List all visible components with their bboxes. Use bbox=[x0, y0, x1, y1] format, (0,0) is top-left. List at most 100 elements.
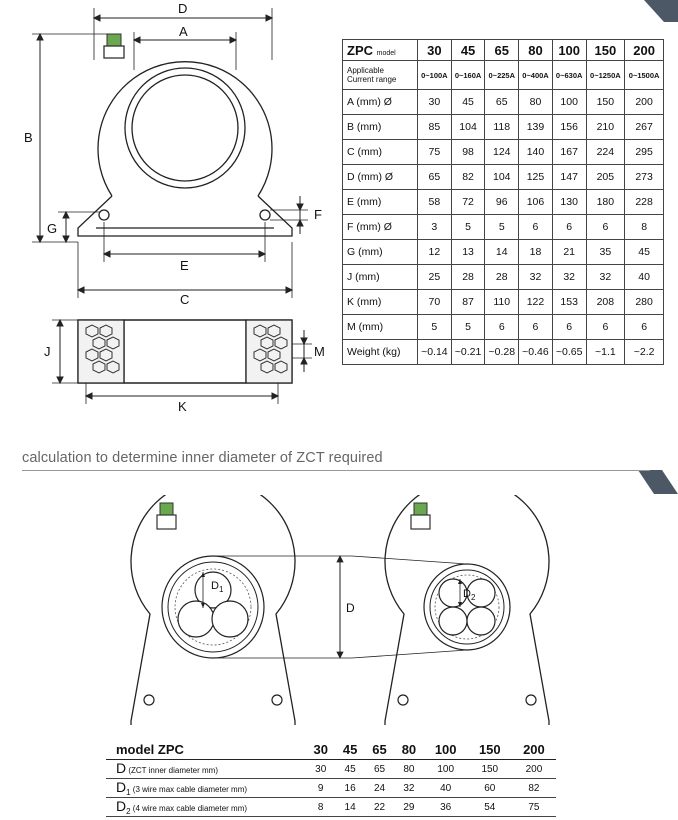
calc-cell: 16 bbox=[335, 778, 365, 798]
spec-cell: ~0.14 bbox=[417, 339, 452, 365]
spec-row-label: K (mm) bbox=[342, 289, 418, 315]
calc-model-col: 80 bbox=[394, 739, 424, 760]
corner-accent-top bbox=[644, 0, 678, 22]
spec-table: ZPC model 30 45 65 80 100 150 200 Applic… bbox=[342, 39, 664, 365]
spec-cell: 125 bbox=[518, 164, 553, 190]
spec-cell: 85 bbox=[417, 114, 452, 140]
spec-cell: 228 bbox=[624, 189, 664, 215]
spec-cell: 118 bbox=[484, 114, 520, 140]
spec-cell: 21 bbox=[551, 239, 587, 265]
calc-cell: 40 bbox=[423, 778, 468, 798]
spec-row-label: J (mm) bbox=[342, 264, 418, 290]
calc-row-label: D (ZCT inner diameter mm) bbox=[106, 759, 306, 779]
spec-cell: 18 bbox=[518, 239, 553, 265]
spec-cell: 104 bbox=[484, 164, 520, 190]
calculation-diagram: D D1 D2 bbox=[130, 495, 550, 725]
spec-cell: 210 bbox=[585, 114, 626, 140]
model-col: 200 bbox=[624, 39, 664, 61]
spec-cell: 295 bbox=[624, 139, 664, 165]
spec-cell: ~0.21 bbox=[450, 339, 486, 365]
spec-row-label: C (mm) bbox=[342, 139, 418, 165]
dim-label-c: C bbox=[180, 292, 189, 307]
model-header-cell: ZPC model bbox=[342, 39, 418, 61]
spec-cell: 122 bbox=[518, 289, 553, 315]
calc-cell: 24 bbox=[364, 778, 395, 798]
calc-cell: 80 bbox=[394, 759, 424, 779]
calc-cell: 8 bbox=[306, 797, 336, 817]
spec-cell: 75 bbox=[417, 139, 452, 165]
calc-row-label: D1 (3 wire max cable diameter mm) bbox=[106, 778, 306, 798]
spec-row-label: B (mm) bbox=[342, 114, 418, 140]
spec-cell: 98 bbox=[450, 139, 486, 165]
calc-cell: 82 bbox=[511, 778, 556, 798]
spec-cell: 14 bbox=[484, 239, 520, 265]
calc-model-col: 30 bbox=[306, 739, 336, 760]
model-col: 80 bbox=[518, 39, 553, 61]
calc-cell: 54 bbox=[467, 797, 512, 817]
dim-label-b: B bbox=[24, 130, 33, 145]
range-cell: 0~1500A bbox=[624, 60, 664, 90]
diagram-label-d1: D1 bbox=[211, 580, 224, 594]
spec-cell: 106 bbox=[518, 189, 553, 215]
spec-cell: 3 bbox=[417, 214, 452, 240]
model-col: 65 bbox=[484, 39, 520, 61]
dim-label-e: E bbox=[180, 258, 189, 273]
spec-cell: 80 bbox=[518, 89, 553, 115]
spec-cell: 5 bbox=[484, 214, 520, 240]
spec-cell: 150 bbox=[585, 89, 626, 115]
range-cell: 0~400A bbox=[518, 60, 553, 90]
spec-cell: 65 bbox=[484, 89, 520, 115]
spec-row-label: D (mm) Ø bbox=[342, 164, 418, 190]
spec-cell: 139 bbox=[518, 114, 553, 140]
calc-cell: 200 bbox=[511, 759, 556, 779]
spec-row-label: G (mm) bbox=[342, 239, 418, 265]
calc-table-header: model ZPC 30 45 65 80 100 150 200 bbox=[106, 739, 556, 760]
calc-cell: 75 bbox=[511, 797, 556, 817]
spec-cell: 28 bbox=[450, 264, 486, 290]
spec-cell: 32 bbox=[518, 264, 553, 290]
spec-cell: 30 bbox=[417, 89, 452, 115]
dimension-drawing: D A B G F E C J M K bbox=[24, 1, 325, 414]
calc-model-col: 100 bbox=[423, 739, 468, 760]
dim-label-a: A bbox=[179, 24, 188, 39]
spec-cell: 87 bbox=[450, 289, 486, 315]
spec-cell: 280 bbox=[624, 289, 664, 315]
calc-cell: 60 bbox=[467, 778, 512, 798]
dim-label-g: G bbox=[47, 221, 57, 236]
spec-cell: 96 bbox=[484, 189, 520, 215]
calc-model-col: 65 bbox=[364, 739, 395, 760]
calc-row-label: D2 (4 wire max cable diameter mm) bbox=[106, 797, 306, 817]
spec-row-label: Weight (kg) bbox=[342, 339, 418, 365]
dim-label-f: F bbox=[314, 207, 322, 222]
spec-cell: 13 bbox=[450, 239, 486, 265]
spec-row: Weight (kg)~0.14~0.21~0.28~0.46~0.65~1.1… bbox=[342, 339, 664, 365]
spec-row-label: M (mm) bbox=[342, 314, 418, 340]
spec-row-label: A (mm) Ø bbox=[342, 89, 418, 115]
spec-cell: 6 bbox=[484, 314, 520, 340]
calc-cell: 14 bbox=[335, 797, 365, 817]
spec-cell: 153 bbox=[551, 289, 587, 315]
range-cell: 0~160A bbox=[450, 60, 486, 90]
calc-cell: 65 bbox=[364, 759, 395, 779]
spec-cell: ~1.1 bbox=[585, 339, 626, 365]
spec-cell: 224 bbox=[585, 139, 626, 165]
spec-cell: 267 bbox=[624, 114, 664, 140]
dim-label-j: J bbox=[44, 344, 51, 359]
spec-cell: 147 bbox=[551, 164, 587, 190]
spec-cell: 180 bbox=[585, 189, 626, 215]
spec-cell: 208 bbox=[585, 289, 626, 315]
spec-cell: 156 bbox=[551, 114, 587, 140]
calc-cell: 100 bbox=[423, 759, 468, 779]
spec-cell: 32 bbox=[585, 264, 626, 290]
model-col: 45 bbox=[450, 39, 486, 61]
spec-cell: 32 bbox=[551, 264, 587, 290]
spec-table-header: ZPC model 30 45 65 80 100 150 200 bbox=[342, 39, 664, 61]
